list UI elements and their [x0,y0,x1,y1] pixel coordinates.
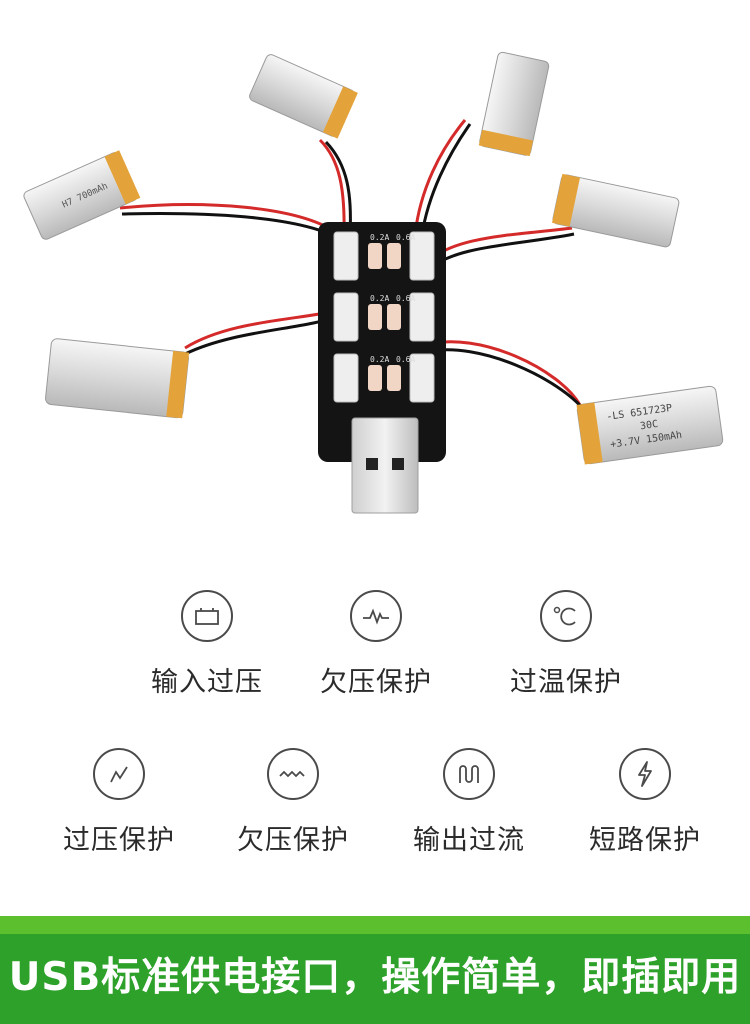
svg-text:0.6A: 0.6A [396,233,415,242]
svg-text:0.2A: 0.2A [370,355,389,364]
wave-icon [267,748,319,800]
feature-label: 过压保护 [63,825,175,856]
banner-strip [0,934,750,1024]
svg-text:0.6A: 0.6A [396,355,415,364]
current-icon [443,748,495,800]
feature-short-circuit: 短路保护 [555,748,735,857]
feature-undervoltage: 欠压保护 [286,590,466,699]
feature-label: 输入过压 [151,667,263,698]
svg-text:30C: 30C [639,419,658,432]
feature-label: 欠压保护 [320,667,432,698]
feature-label: 欠压保护 [237,825,349,856]
feature-label: 输出过流 [413,825,525,856]
feature-label: 短路保护 [589,825,701,856]
svg-text:0.2A: 0.2A [370,233,389,242]
banner-text: USB标准供电接口，操作简单，即插即用 [8,955,742,1000]
lightning-icon [619,748,671,800]
pulse-icon [350,590,402,642]
feature-undervoltage-2: 欠压保护 [203,748,383,857]
svg-text:0.6A: 0.6A [396,294,415,303]
feature-overtemperature: 过温保护 [476,590,656,699]
feature-input-overvoltage: 输入过压 [117,590,297,699]
celsius-icon [540,590,592,642]
feature-label: 过温保护 [510,667,622,698]
feature-overvoltage: 过压保护 [29,748,209,857]
surge-icon [93,748,145,800]
battery-icon [181,590,233,642]
product-photo: H7 700mAh -LS 651723P 30C +3.7V 150mAh [23,51,724,514]
svg-text:0.2A: 0.2A [370,294,389,303]
feature-output-overcurrent: 输出过流 [379,748,559,857]
